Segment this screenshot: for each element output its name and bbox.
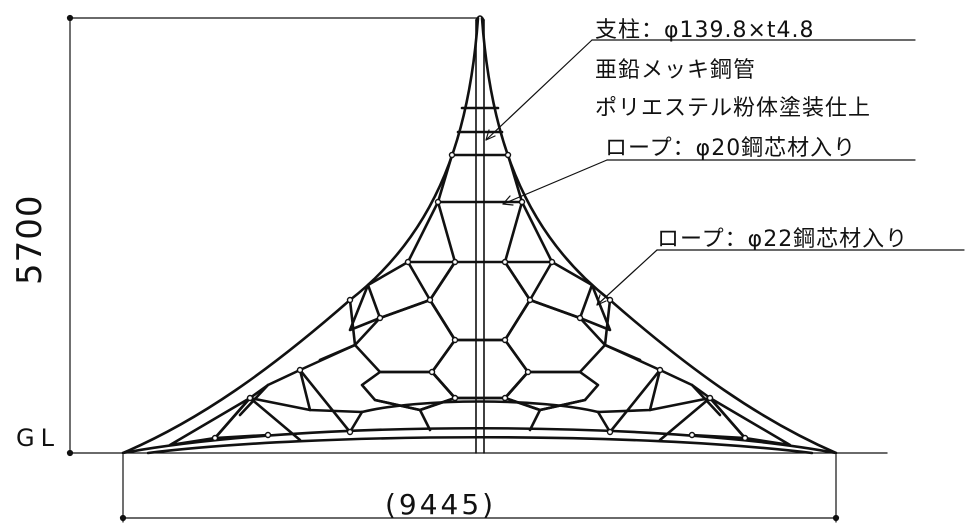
height-dimension-line (66, 14, 479, 457)
leader-lines (485, 39, 965, 306)
width-dimension-value: (9445) (385, 488, 497, 521)
central-post (475, 15, 485, 454)
height-dimension-value: 5700 (10, 194, 50, 285)
rope-joints (211, 151, 749, 442)
ground-level-label: GL (16, 424, 60, 452)
callout-rope-22: ロープ：φ22鋼芯材入り (657, 227, 909, 252)
callout-rope-20: ロープ：φ20鋼芯材入り (605, 136, 857, 161)
callout-post-spec: 支柱：φ139.8×t4.8 (595, 18, 815, 43)
width-dimension-line (119, 454, 840, 523)
callout-post-finish-2: ポリエステル粉体塗装仕上 (595, 96, 872, 121)
callout-post-finish-1: 亜鉛メッキ鋼管 (595, 58, 757, 83)
